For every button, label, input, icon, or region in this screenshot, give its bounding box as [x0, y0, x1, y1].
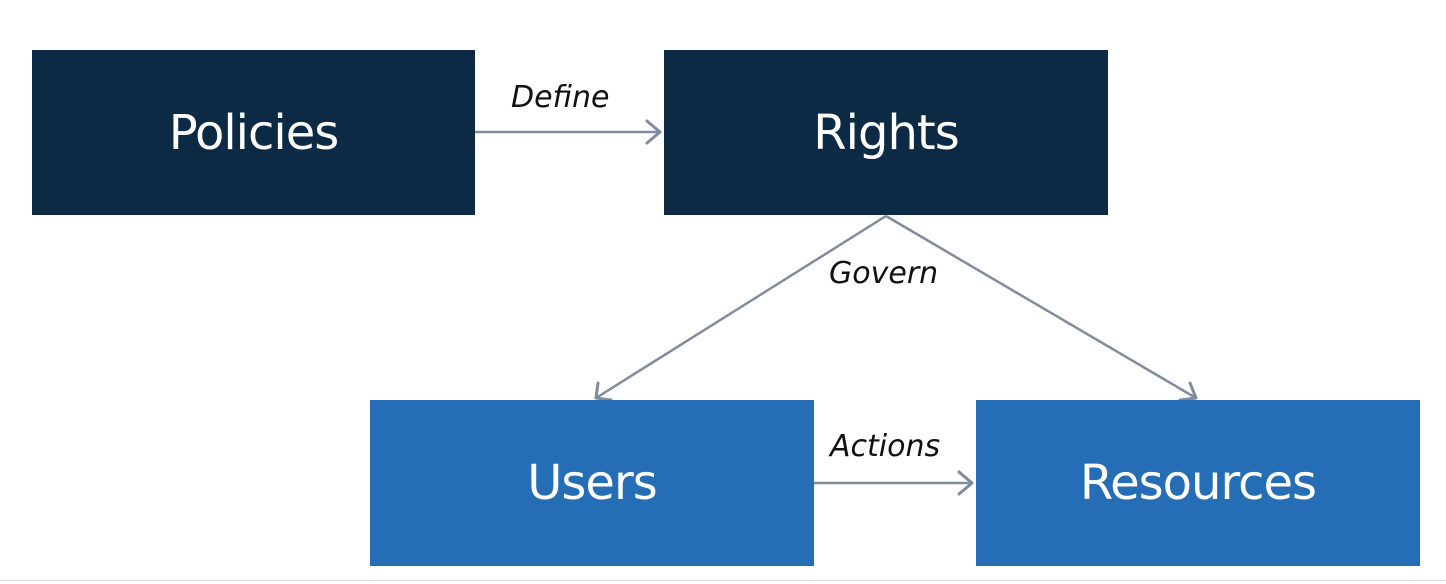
node-rights-label: Rights	[813, 104, 959, 161]
arrow-rights-to-users	[594, 214, 887, 402]
edge-label-define: Define	[511, 80, 610, 115]
arrow-users-to-resources	[814, 470, 974, 496]
arrow-rights-to-resources	[885, 214, 1198, 402]
node-policies-label: Policies	[168, 104, 340, 161]
node-users-label: Users	[527, 455, 657, 511]
node-resources-label: Resources	[1079, 455, 1317, 511]
bottom-divider	[0, 580, 1446, 581]
node-users: Users	[370, 400, 814, 566]
node-resources: Resources	[976, 400, 1420, 566]
node-rights: Rights	[664, 50, 1108, 215]
edge-label-actions: Actions	[830, 429, 941, 464]
arrow-policies-to-rights	[475, 119, 662, 145]
edge-label-govern: Govern	[829, 256, 939, 291]
node-policies: Policies	[32, 50, 475, 215]
